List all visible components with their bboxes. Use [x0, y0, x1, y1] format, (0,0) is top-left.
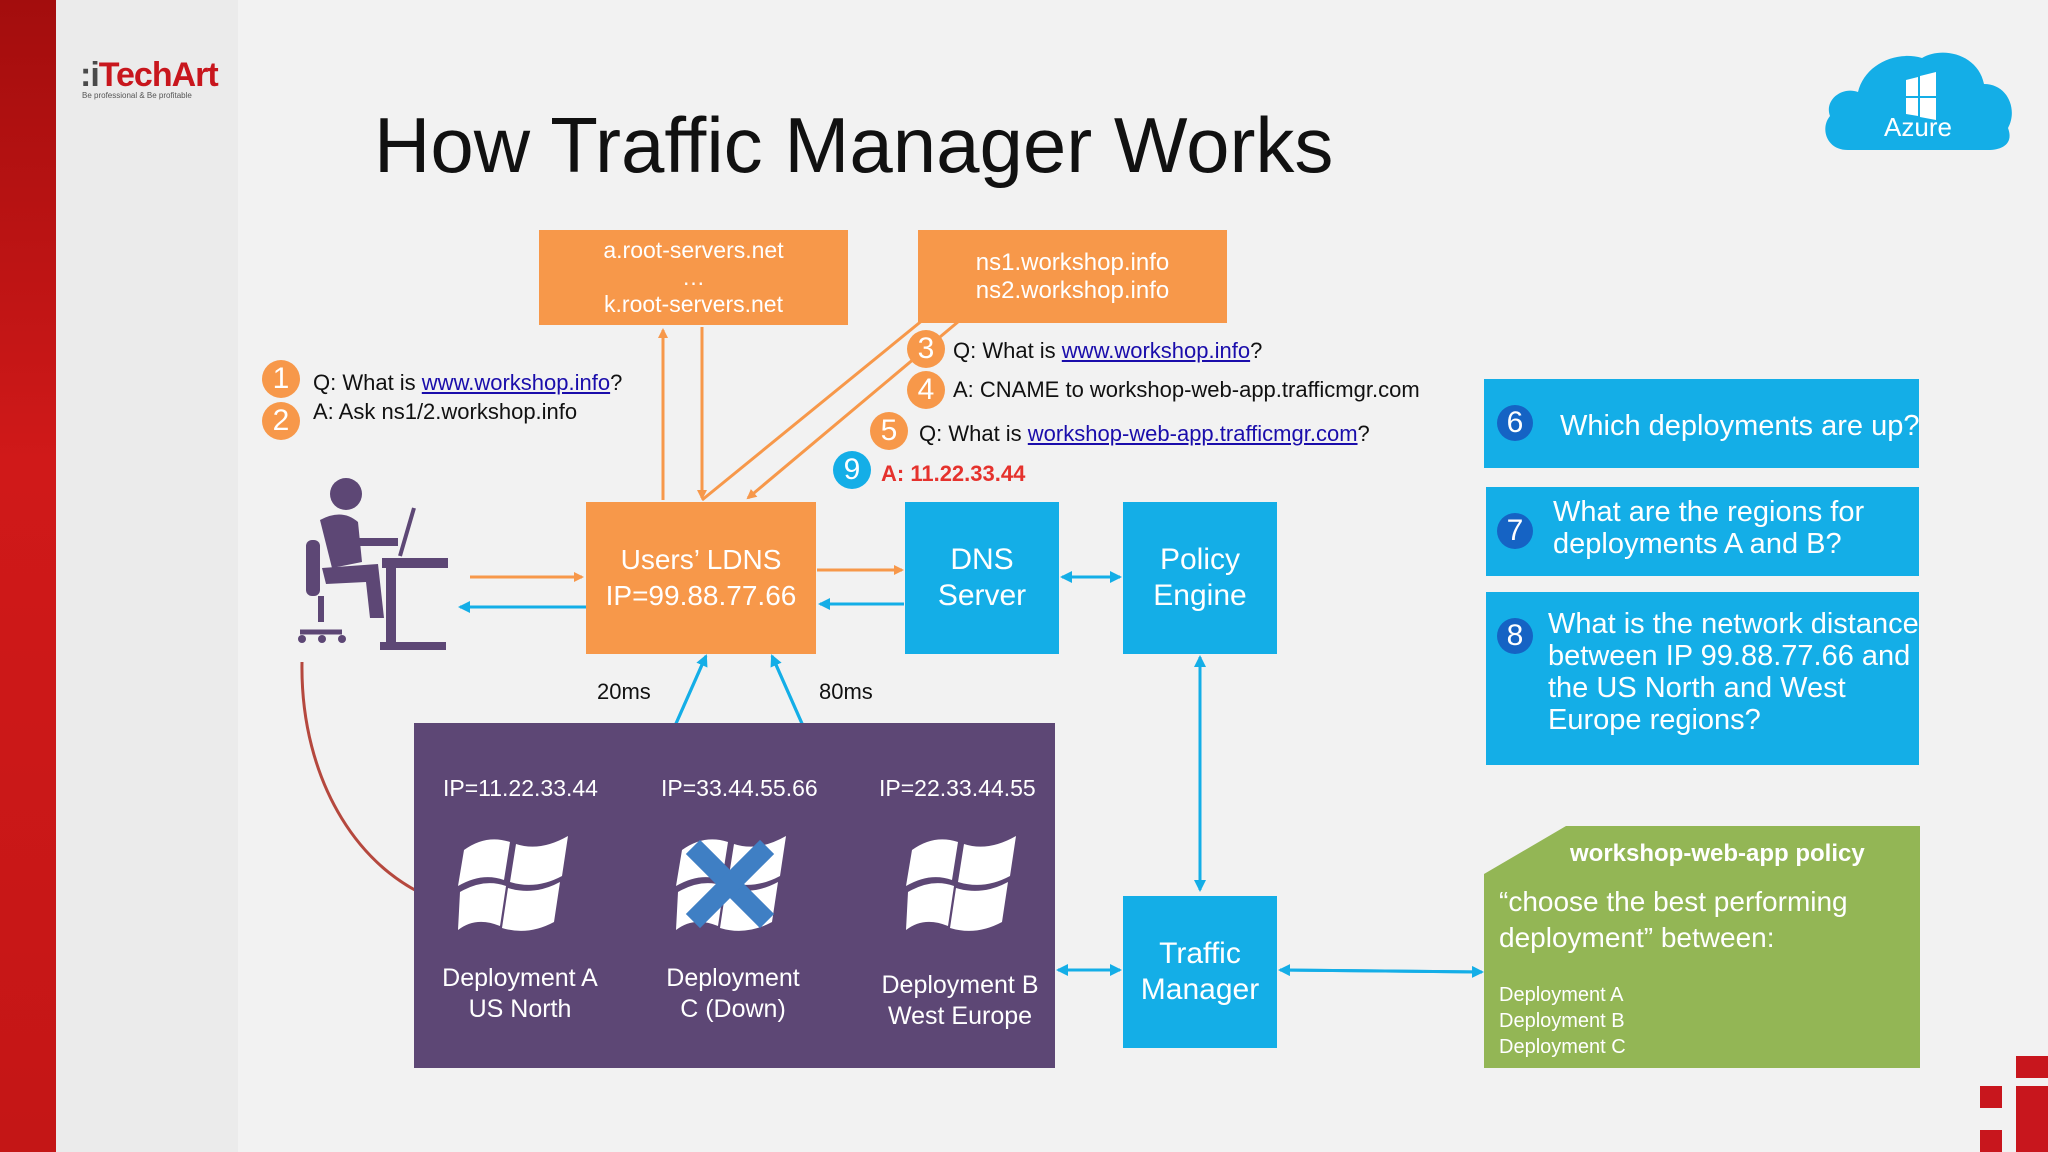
question-7-line2: deployments A and B? — [1553, 528, 1842, 560]
latency-deployment-b: 80ms — [819, 679, 873, 704]
policy-deployment-list: Deployment A Deployment B Deployment C — [1499, 982, 1626, 1060]
users-ldns-box: Users’ LDNS IP=99.88.77.66 — [586, 502, 816, 654]
policy-engine-line2: Engine — [1153, 579, 1247, 612]
policy-description: “choose the best performing deployment” … — [1499, 884, 1848, 956]
user-at-desk-icon — [298, 478, 448, 650]
step-2-badge: 2 — [262, 402, 300, 440]
azure-label: Azure — [1884, 112, 1952, 142]
itechart-corner-logo-icon — [1980, 1056, 2048, 1152]
brand-red-bar — [0, 0, 56, 1152]
ns1-server: ns1.workshop.info — [975, 248, 1170, 276]
down-x-icon — [685, 839, 775, 929]
step-3-suffix: ? — [1250, 338, 1263, 363]
question-8-line4: Europe regions? — [1548, 704, 1761, 736]
step-1-link[interactable]: www.workshop.info — [421, 370, 611, 395]
logo-prefix: :i — [80, 56, 100, 94]
deployment-a-label: Deployment A US North — [430, 963, 610, 1025]
policy-document-shape — [1484, 826, 1920, 1068]
azure-cloud-icon: Azure — [1825, 52, 2012, 151]
policy-item-c: Deployment C — [1499, 1036, 1626, 1058]
ldns-ip: IP=99.88.77.66 — [605, 580, 797, 611]
question-7-line1: What are the regions for — [1553, 496, 1865, 528]
root-servers-box: a.root-servers.net … k.root-servers.net — [539, 230, 848, 325]
step-4-answer: A: CNAME to workshop-web-app.trafficmgr.… — [953, 377, 1420, 402]
question-8-line3: the US North and West — [1548, 672, 1846, 704]
question-6-badge: 6 — [1497, 405, 1533, 441]
step-5-badge: 5 — [870, 412, 908, 450]
policy-engine-line1: Policy — [1159, 543, 1241, 576]
question-8-line2: between IP 99.88.77.66 and — [1548, 640, 1911, 672]
question-6-text: Which deployments are up? — [1560, 410, 1920, 442]
step-1-prefix: Q: What is — [313, 370, 422, 395]
deployment-c-label: Deployment C (Down) — [643, 963, 823, 1025]
question-7-badge: 7 — [1497, 513, 1533, 549]
step-1-question: Q: What is www.workshop.info? — [313, 370, 622, 396]
root-server-ellipsis: … — [682, 264, 705, 290]
policy-engine-box: Policy Engine — [1123, 502, 1277, 654]
ldns-label: Users’ LDNS — [620, 544, 782, 575]
deployment-b-name: Deployment B — [881, 971, 1039, 999]
slide-title: How Traffic Manager Works — [374, 101, 1334, 189]
step-5-link[interactable]: workshop-web-app.trafficmgr.com — [1027, 421, 1358, 446]
ns2-server: ns2.workshop.info — [975, 276, 1170, 304]
deployment-b-region: West Europe — [887, 1002, 1033, 1030]
question-8-line1: What is the network distance — [1548, 608, 1919, 640]
ns-servers-box: ns1.workshop.info ns2.workshop.info — [918, 230, 1227, 323]
step-3-prefix: Q: What is — [953, 338, 1062, 363]
question-8-box — [1486, 592, 1919, 765]
step-3-link[interactable]: www.workshop.info — [1061, 338, 1251, 363]
dns-server-line1: DNS — [950, 543, 1014, 576]
policy-item-b: Deployment B — [1499, 1010, 1625, 1032]
step-4-badge: 4 — [907, 371, 945, 409]
step-9-answer: A: 11.22.33.44 — [881, 461, 1026, 486]
windows-logo-deployment-c-icon — [676, 836, 786, 931]
question-8-text: What is the network distance between IP … — [1548, 608, 1919, 736]
root-server-k: k.root-servers.net — [604, 291, 783, 317]
step-5-suffix: ? — [1357, 421, 1370, 446]
left-panel — [56, 0, 238, 1152]
step-2-answer: A: Ask ns1/2.workshop.info — [313, 399, 578, 424]
policy-item-a: Deployment A — [1499, 984, 1624, 1006]
step-1-badge: 1 — [262, 360, 300, 398]
deployment-c-ip: IP=33.44.55.66 — [661, 775, 818, 801]
windows-logo-deployment-b-icon — [906, 836, 1016, 931]
arrow-policy-doc-to-tm — [1278, 964, 1483, 977]
step-3-badge: 3 — [907, 330, 945, 368]
traffic-manager-line1: Traffic — [1159, 937, 1241, 970]
deployment-b-label: Deployment B West Europe — [860, 970, 1060, 1032]
logo-main: TechArt — [98, 56, 219, 94]
deployment-c-status: C (Down) — [680, 995, 786, 1023]
question-7-text: What are the regions for deployments A a… — [1553, 496, 1864, 560]
root-server-a: a.root-servers.net — [603, 237, 784, 263]
deployment-a-ip: IP=11.22.33.44 — [443, 775, 598, 801]
deployment-a-region: US North — [468, 995, 572, 1023]
logo-tagline: Be professional & Be profitable — [82, 91, 192, 100]
question-7-box — [1486, 487, 1919, 576]
deployment-b-ip: IP=22.33.44.55 — [879, 775, 1036, 801]
deployment-a-name: Deployment A — [442, 964, 598, 992]
latency-deployment-a: 20ms — [597, 679, 651, 704]
step-5-question: Q: What is workshop-web-app.trafficmgr.c… — [919, 421, 1370, 447]
question-8-badge: 8 — [1497, 618, 1533, 654]
policy-title: workshop-web-app policy — [1570, 840, 1865, 867]
policy-line2: deployment” between: — [1499, 922, 1775, 953]
step-1-suffix: ? — [610, 370, 623, 395]
dns-server-box: DNS Server — [905, 502, 1059, 654]
arrow-ldns-to-ns — [701, 304, 942, 502]
itechart-logo: :iTechArt — [80, 56, 219, 95]
traffic-manager-box: Traffic Manager — [1123, 896, 1277, 1048]
step-5-prefix: Q: What is — [919, 421, 1028, 446]
deployment-c-name: Deployment — [666, 964, 800, 992]
question-6-box — [1484, 379, 1919, 468]
traffic-manager-line2: Manager — [1140, 973, 1260, 1006]
windows-logo-deployment-a-icon — [458, 836, 568, 931]
step-9-badge: 9 — [833, 451, 871, 489]
step-3-question: Q: What is www.workshop.info? — [953, 338, 1262, 364]
dns-server-line2: Server — [937, 579, 1027, 612]
policy-line1: “choose the best performing — [1499, 886, 1848, 917]
